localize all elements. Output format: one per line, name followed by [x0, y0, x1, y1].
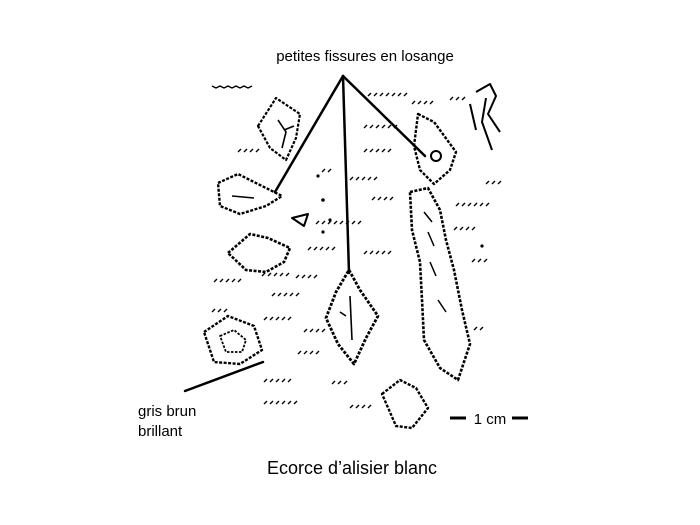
fissure-lens-mid-left — [226, 232, 292, 274]
scale-label: 1 cm — [474, 411, 507, 428]
fissures-label: petites fissures en losange — [276, 48, 454, 65]
texture-row-3 — [411, 100, 434, 105]
texture-row-10 — [485, 180, 502, 185]
texture-row-14 — [453, 226, 476, 231]
fissure-diamond-right-dot — [430, 150, 442, 162]
dot — [480, 244, 484, 248]
fissure-square-bottom-left-inner — [219, 329, 247, 353]
texture-row-1 — [211, 85, 253, 89]
texture-row-17 — [471, 258, 488, 263]
fissure-lens-left — [216, 172, 284, 216]
color-label: gris brun — [138, 403, 196, 420]
texture-row-2 — [367, 92, 408, 97]
texture-row-11 — [371, 196, 394, 201]
leader-line-left — [273, 74, 345, 194]
dot — [321, 198, 325, 202]
texture-row-21 — [271, 292, 300, 297]
fissure-long-right — [408, 186, 472, 382]
texture-row-16 — [363, 250, 392, 255]
fissure-triangle-small — [291, 213, 309, 227]
texture-row-29 — [349, 404, 372, 409]
fissures — [202, 83, 501, 430]
texture-row-6 — [363, 148, 392, 153]
dot — [316, 174, 320, 178]
texture-row-23 — [303, 328, 326, 333]
shine-label: brillant — [138, 423, 183, 440]
texture-row-5 — [363, 124, 398, 129]
fissure-diamond-bottom — [380, 378, 430, 430]
texture-row-18 — [213, 278, 242, 283]
fissure-diamond-center-inner — [339, 295, 353, 341]
texture-row-28 — [263, 400, 298, 405]
leader-line-color — [183, 360, 265, 393]
texture-row-8 — [321, 168, 332, 173]
fissure-square-bottom-left — [202, 314, 264, 366]
texture-row-20 — [295, 274, 318, 279]
fissure-diamond-top — [256, 96, 302, 162]
fissure-diamond-top-inner — [277, 119, 295, 149]
fissure-long-right-inner — [423, 211, 447, 313]
texture-row-25 — [297, 350, 320, 355]
texture-row-30 — [211, 308, 228, 313]
leader-line-right — [341, 74, 427, 158]
texture-row-24 — [473, 326, 484, 331]
texture-row-22 — [263, 316, 292, 321]
texture-row-15 — [307, 246, 336, 251]
dot — [321, 230, 325, 234]
caption: Ecorce d’alisier blanc — [267, 458, 437, 478]
fissure-diamond-right — [412, 112, 458, 186]
leader-line-middle — [341, 74, 351, 275]
leader-lines — [183, 74, 427, 393]
texture-row-13 — [315, 220, 362, 225]
texture-row-4 — [449, 96, 466, 101]
texture-row-27 — [331, 380, 348, 385]
texture-row-9 — [349, 176, 378, 181]
texture-row-12 — [455, 202, 490, 207]
texture-row-26 — [263, 378, 292, 383]
fissure-lens-left-inner — [231, 195, 255, 199]
dot — [328, 218, 332, 222]
bark-texture — [211, 85, 502, 409]
bark-ridge-top-right — [469, 83, 501, 151]
fissure-diamond-center — [324, 268, 380, 366]
texture-row-19 — [261, 272, 290, 277]
texture-row-7 — [237, 148, 260, 153]
bark-dots — [316, 174, 484, 248]
